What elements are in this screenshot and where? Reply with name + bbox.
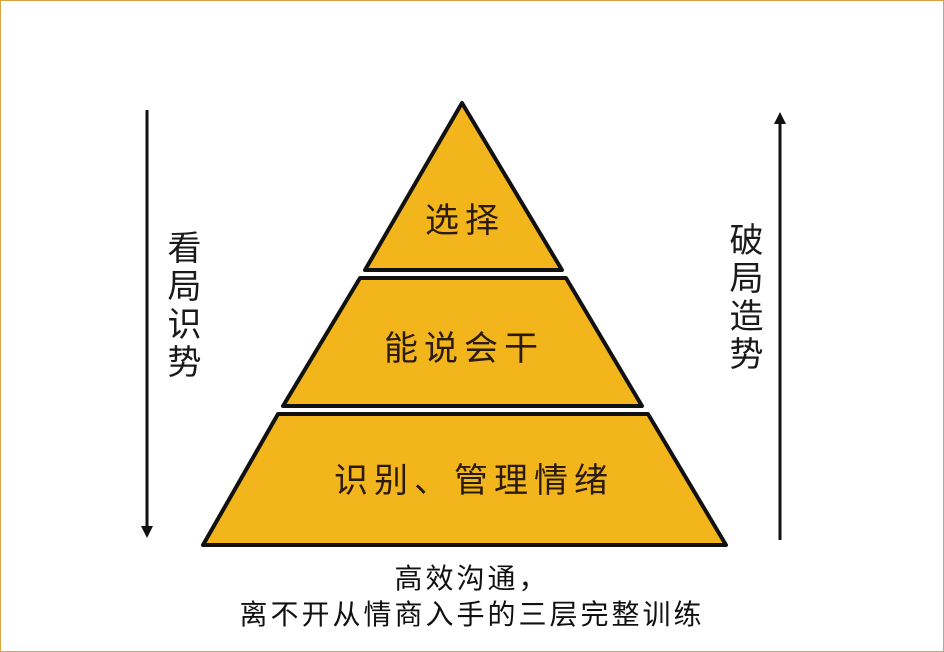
pyramid-tier-bottom [201,412,728,547]
tier-label-bottom: 识别、管理情绪 [334,461,614,501]
left-arrow-label: 看局识势 [161,230,201,382]
tier-label-top: 选择 [425,201,505,241]
caption-line-1: 高效沟通， [394,562,550,595]
pyramid-tier-middle [281,276,644,408]
pyramid-tier-top [363,101,564,272]
tier-label-middle: 能说会干 [384,329,544,369]
right-arrow-label: 破局造势 [723,222,763,374]
caption-line-2: 离不开从情商入手的三层完整训练 [239,598,705,631]
